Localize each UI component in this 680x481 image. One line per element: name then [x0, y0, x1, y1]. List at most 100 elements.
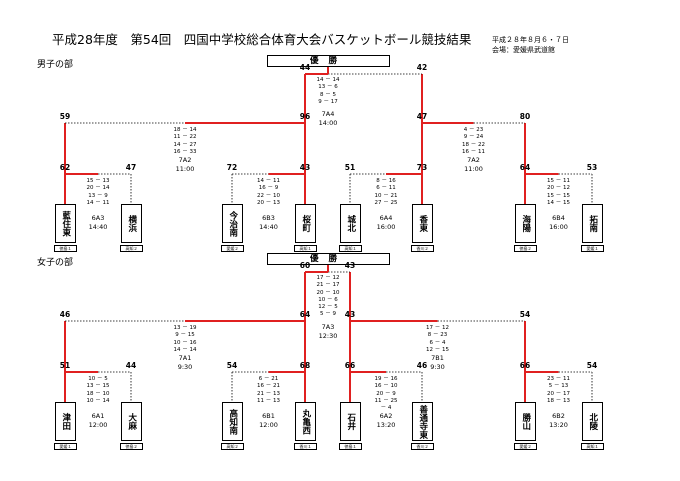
quarter-score: 14 － 14	[316, 77, 340, 83]
match-court: 6A4	[379, 214, 393, 222]
quarter-score: 4 － 23	[463, 127, 484, 133]
match-time: 16:00	[549, 223, 568, 231]
team-box: 拓南	[582, 204, 603, 243]
match-time: 14:00	[318, 119, 338, 128]
quarter-score: 13 － 19	[173, 325, 197, 331]
quarter-score: 10 － 5	[88, 376, 108, 382]
team-name: 藍住東	[60, 210, 71, 237]
match-time: 14:40	[88, 223, 108, 231]
quarter-score: 9 － 17	[318, 98, 338, 105]
match-time: 11:00	[175, 165, 195, 173]
quarter-score: 15 － 15	[547, 192, 570, 199]
quarter-score: 20 － 17	[547, 390, 570, 397]
first-round-right-score: 68	[299, 361, 311, 370]
semi-left-score: 59	[59, 112, 71, 121]
final-right-score: 43	[344, 261, 356, 270]
team-prefecture: 高知１	[339, 245, 362, 252]
team-name: 拓南	[587, 215, 598, 232]
team-prefecture: 愛媛１	[54, 443, 77, 450]
event-venue: 会場：愛媛県武道館	[492, 46, 555, 54]
team-prefecture: 高知２	[221, 443, 244, 450]
team-prefecture: 高知２	[120, 245, 143, 252]
event-date: 平成２８年８月６・７日	[492, 36, 569, 44]
first-round-left-score: 72	[226, 163, 238, 172]
team-name: 石井	[345, 413, 356, 430]
match-court: 6B2	[552, 412, 565, 420]
team-name: 高知南	[227, 408, 238, 435]
first-round-right-score: 43	[299, 163, 311, 172]
quarter-score: 11 － 25	[374, 397, 398, 404]
match-court: 7B1	[431, 354, 444, 362]
match-time: 13:20	[549, 421, 568, 429]
page-title: 平成28年度 第54回 四国中学校総合体育大会バスケットボール競技結果	[52, 32, 472, 47]
quarter-score: 27 － 25	[374, 199, 398, 206]
quarter-score: 12 － 5	[318, 304, 338, 311]
boys-champion-box: 優勝	[267, 55, 390, 67]
final-right-score: 42	[416, 63, 428, 72]
first-round-right-score: 53	[586, 163, 598, 172]
quarter-score: 18 － 22	[462, 141, 485, 148]
match-time: 11:00	[464, 165, 483, 173]
first-round-right-score: 47	[125, 163, 137, 172]
team-prefecture: 高知１	[294, 245, 317, 252]
team-prefecture: 愛媛２	[514, 443, 537, 450]
match-time: 12:30	[318, 331, 338, 340]
quarter-score: 20 － 9	[376, 390, 396, 397]
match-court: 7A2	[467, 156, 480, 164]
match-court: 7A3	[321, 322, 335, 331]
quarter-score: 21 － 13	[257, 390, 280, 397]
quarter-score: 15 － 13	[86, 178, 110, 184]
team-box: 今治南	[222, 204, 243, 243]
match-time: 9:30	[177, 363, 193, 371]
team-box: 大麻	[121, 402, 142, 441]
match-time: 12:00	[88, 421, 108, 429]
team-box: 勝山	[515, 402, 536, 441]
first-round-left-score: 51	[59, 361, 71, 370]
team-prefecture: 香川２	[411, 245, 434, 252]
team-prefecture: 徳島２	[514, 245, 537, 252]
quarter-score: 6 － 11	[376, 185, 396, 192]
team-box: 香東	[412, 204, 433, 243]
team-box: 善通寺東	[412, 402, 433, 441]
semi-right-score: 80	[519, 112, 531, 121]
team-box: 藍住東	[55, 204, 76, 243]
first-round-left-score: 66	[519, 361, 531, 370]
quarter-score: 14 － 11	[257, 178, 280, 184]
final-left-score: 60	[299, 261, 311, 270]
team-prefecture: 高知１	[581, 443, 604, 450]
quarter-score: 17 － 12	[316, 275, 340, 281]
semi-left-score: 47	[416, 112, 428, 121]
team-name: 善通寺東	[417, 404, 428, 439]
team-name: 勝山	[520, 413, 531, 430]
first-round-left-score: 54	[226, 361, 238, 370]
match-time: 12:00	[259, 421, 278, 429]
match-time: 9:30	[430, 363, 445, 371]
match-court: 6B3	[262, 214, 275, 222]
match-time: 14:40	[259, 223, 278, 231]
team-box: 横浜	[121, 204, 142, 243]
quarter-score: 10 － 14	[86, 397, 110, 404]
team-name: 大麻	[126, 413, 137, 430]
team-prefecture: 香川１	[294, 443, 317, 450]
quarter-score: 22 － 10	[257, 192, 280, 199]
quarter-score: 16 － 10	[374, 383, 398, 390]
semi-right-score: 64	[299, 310, 311, 319]
first-round-right-score: 46	[416, 361, 428, 370]
girls-champion-box: 優勝	[267, 253, 390, 265]
team-box: 石井	[340, 402, 361, 441]
